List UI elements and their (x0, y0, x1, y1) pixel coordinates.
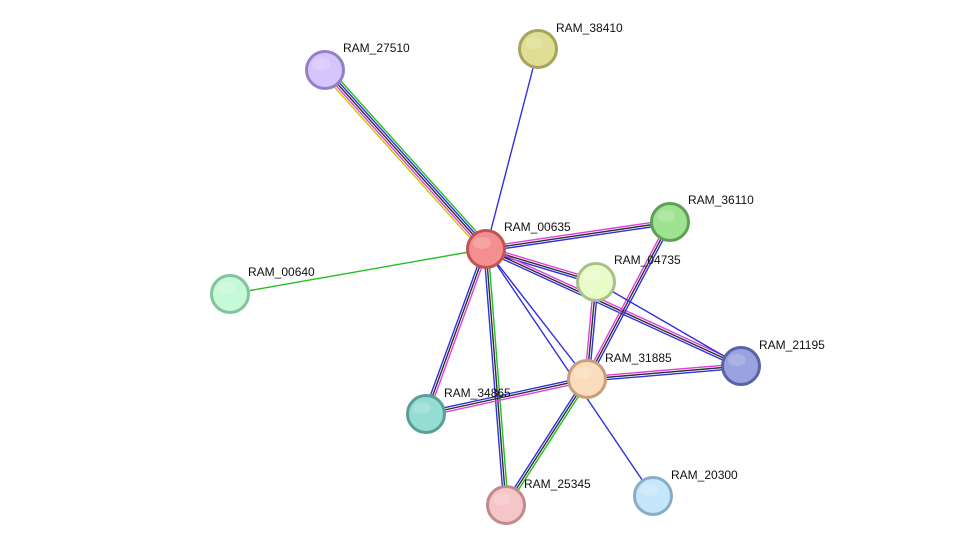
node-label: RAM_34865 (444, 386, 511, 400)
node-circle[interactable] (466, 229, 506, 269)
edge-RAM_31885-RAM_34865[interactable] (425, 376, 588, 417)
edge-evidence-line (485, 48, 539, 250)
edge-evidence-line (503, 377, 586, 505)
node-RAM_04735[interactable]: RAM_04735 (576, 253, 682, 302)
node-circle[interactable] (486, 485, 526, 525)
edge-evidence-line (485, 248, 588, 380)
node-label: RAM_00640 (248, 265, 315, 279)
node-circle[interactable] (406, 394, 446, 434)
edge-RAM_00635-RAM_36110[interactable] (485, 219, 671, 252)
node-RAM_21195[interactable]: RAM_21195 (721, 338, 826, 386)
node-highlight (473, 237, 491, 249)
edge-evidence-line (487, 248, 509, 505)
edge-evidence-line (486, 223, 671, 252)
edge-RAM_00635-RAM_21195[interactable] (484, 246, 743, 369)
edge-evidence-line (326, 68, 489, 248)
node-highlight (657, 210, 675, 222)
edge-evidence-line (587, 367, 742, 382)
node-highlight (525, 37, 543, 49)
node-RAM_20300[interactable]: RAM_20300 (633, 468, 739, 516)
node-layer: RAM_00635 RAM_27510 RAM_38410RAM_36110RAM_… (210, 21, 826, 525)
edge-evidence-line (322, 71, 485, 251)
edge-evidence-line (425, 378, 588, 415)
edge-evidence-line (321, 72, 484, 253)
node-RAM_31885[interactable]: RAM_31885 (567, 351, 673, 399)
node-label: RAM_25345 (524, 477, 591, 491)
edge-evidence-line (586, 363, 741, 378)
edge-evidence-line (229, 248, 487, 295)
edge-RAM_00635-RAM_25345[interactable] (483, 248, 509, 506)
node-highlight (574, 367, 592, 379)
edge-evidence-line (595, 281, 742, 367)
node-circle[interactable] (567, 359, 607, 399)
edge-RAM_31885-RAM_21195[interactable] (586, 363, 742, 382)
edge-RAM_00635-RAM_34865[interactable] (423, 248, 489, 415)
node-RAM_00640[interactable]: RAM_00640 (210, 265, 316, 314)
edge-evidence-line (327, 66, 490, 247)
node-circle[interactable] (721, 346, 761, 386)
node-highlight (217, 282, 235, 294)
edge-evidence-line (423, 248, 485, 414)
node-label: RAM_20300 (671, 468, 738, 482)
node-label: RAM_04735 (614, 253, 681, 267)
edge-evidence-line (586, 365, 742, 380)
node-RAM_27510[interactable]: RAM_27510 (305, 41, 411, 90)
node-highlight (413, 402, 431, 414)
node-circle[interactable] (518, 29, 558, 69)
edge-evidence-line (426, 380, 588, 417)
node-highlight (312, 58, 330, 70)
node-highlight (728, 354, 746, 366)
edge-RAM_00635-RAM_27510[interactable] (321, 66, 490, 253)
edge-evidence-line (485, 248, 742, 367)
node-label: RAM_00635 (504, 220, 571, 234)
edge-evidence-line (425, 248, 487, 415)
node-RAM_25345[interactable]: RAM_25345 (486, 477, 592, 525)
node-circle[interactable] (305, 50, 345, 90)
edge-evidence-line (427, 249, 489, 415)
edge-evidence-line (507, 379, 590, 507)
node-circle[interactable] (633, 476, 673, 516)
edge-evidence-line (483, 249, 505, 506)
edge-evidence-line (485, 221, 671, 250)
edge-RAM_00635-RAM_38410[interactable] (485, 48, 539, 250)
node-label: RAM_31885 (605, 351, 672, 365)
node-RAM_34865[interactable]: RAM_34865 (406, 386, 512, 434)
node-circle[interactable] (576, 262, 616, 302)
node-highlight (583, 270, 601, 282)
edge-evidence-line (484, 250, 741, 369)
edge-evidence-line (324, 69, 487, 250)
edge-evidence-line (425, 376, 587, 413)
edge-RAM_00635-RAM_31885[interactable] (485, 248, 588, 380)
edge-RAM_04735-RAM_21195[interactable] (595, 281, 742, 367)
node-circle[interactable] (210, 274, 250, 314)
edge-evidence-line (485, 248, 507, 506)
edge-evidence-line (485, 219, 670, 248)
edge-evidence-line (486, 246, 743, 365)
edge-RAM_00635-RAM_00640[interactable] (229, 248, 487, 295)
node-label: RAM_27510 (343, 41, 410, 55)
node-RAM_36110[interactable]: RAM_36110 (650, 193, 755, 242)
node-RAM_38410[interactable]: RAM_38410 (518, 21, 624, 69)
node-label: RAM_36110 (688, 193, 754, 207)
node-RAM_00635[interactable]: RAM_00635 (466, 220, 572, 269)
edge-evidence-line (505, 378, 588, 506)
node-label: RAM_38410 (556, 21, 623, 35)
node-highlight (640, 484, 658, 496)
node-label: RAM_21195 (759, 338, 825, 352)
edge-RAM_31885-RAM_25345[interactable] (503, 377, 590, 507)
node-circle[interactable] (650, 202, 690, 242)
node-highlight (493, 493, 511, 505)
